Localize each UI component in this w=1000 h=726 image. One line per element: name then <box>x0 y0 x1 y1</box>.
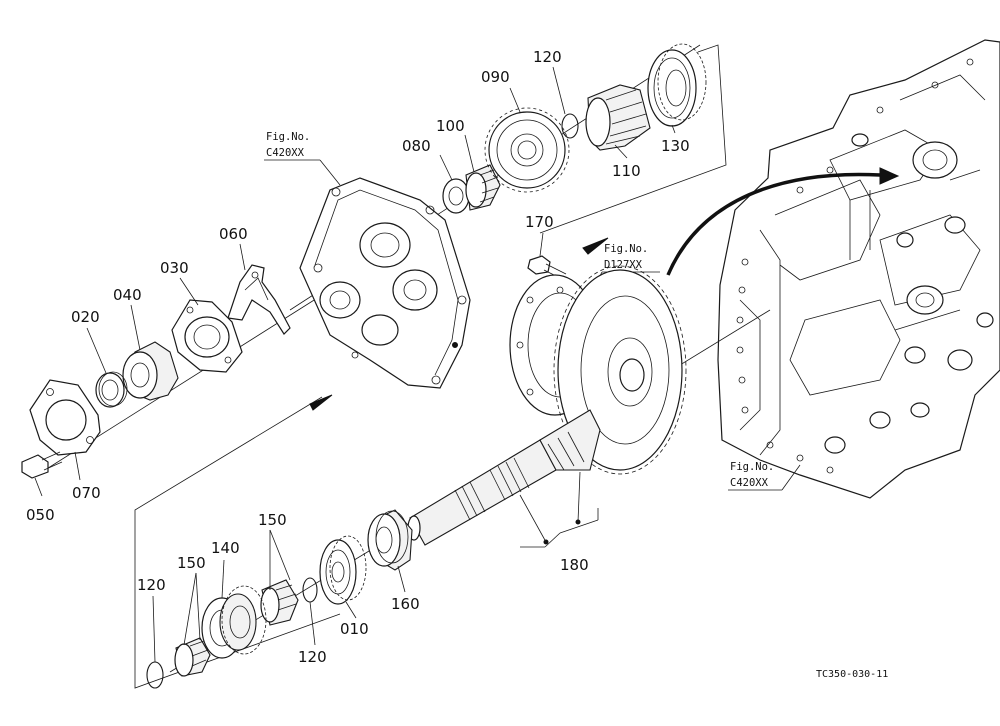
bolt-050 <box>21 451 63 479</box>
direction-arrow-left <box>309 394 333 411</box>
label-130: 130 <box>661 137 690 155</box>
fig-ref-bevel-line1: Fig.No. <box>604 243 648 255</box>
label-070: 070 <box>72 484 101 502</box>
lower-group-frame <box>134 396 341 689</box>
label-030: 030 <box>160 259 189 277</box>
label-050: 050 <box>26 506 55 524</box>
upper-group-frame <box>539 44 727 234</box>
assembly-arrow-head <box>879 167 900 185</box>
label-060: 060 <box>219 225 248 243</box>
fig-ref-bevel-line2: D127XX <box>604 259 643 271</box>
label-080: 080 <box>402 137 431 155</box>
snap-ring-120-bottom <box>146 661 164 689</box>
washer-080 <box>442 178 470 214</box>
direction-arrow-right <box>582 237 609 255</box>
label-180: 180 <box>560 556 589 574</box>
gear-140 <box>201 585 267 659</box>
needle-bearing-100 <box>465 164 501 211</box>
label-090: 090 <box>481 68 510 86</box>
label-170: 170 <box>525 213 554 231</box>
leader-lines <box>34 66 676 663</box>
fig-ref-cover: Fig.No. C420XX <box>264 131 341 186</box>
pinion-shaft <box>407 409 601 546</box>
label-010: 010 <box>340 620 369 638</box>
fig-ref-cover-line1: Fig.No. <box>266 131 310 143</box>
label-150-right: 150 <box>258 511 287 529</box>
label-040: 040 <box>113 286 142 304</box>
bearing-small <box>95 371 128 408</box>
fig-ref-bevel: Fig.No. D127XX <box>589 243 660 296</box>
transmission-case <box>717 39 1000 499</box>
label-020: 020 <box>71 308 100 326</box>
gasket-plate <box>29 379 101 456</box>
needle-bearing-150-b <box>260 579 299 626</box>
drawing-code: TC350-030-11 <box>816 669 888 680</box>
label-120-mid: 120 <box>298 648 327 666</box>
gear-130 <box>647 43 707 127</box>
label-100: 100 <box>436 117 465 135</box>
label-120-top: 120 <box>533 48 562 66</box>
bracket-180 <box>519 471 599 548</box>
label-150-left: 150 <box>177 554 206 572</box>
bearing-holder <box>171 299 243 373</box>
assembly-arrow <box>666 172 881 276</box>
shift-fork <box>227 264 291 335</box>
needle-bearing-150-a <box>174 637 211 677</box>
gear-090 <box>484 107 570 193</box>
label-120-bottom: 120 <box>137 576 166 594</box>
fig-ref-case-line2: C420XX <box>730 477 769 489</box>
label-160: 160 <box>391 595 420 613</box>
label-110: 110 <box>612 162 641 180</box>
bearing-160 <box>367 509 413 571</box>
cover-plate <box>299 177 471 389</box>
fig-ref-case: Fig.No. C420XX <box>728 461 801 491</box>
fig-ref-case-line1: Fig.No. <box>730 461 774 473</box>
label-140: 140 <box>211 539 240 557</box>
sleeve-110 <box>585 84 651 151</box>
snap-ring-120-top <box>561 113 579 139</box>
collar <box>122 341 179 401</box>
gear-010 <box>319 535 367 605</box>
fig-ref-cover-line2: C420XX <box>266 147 305 159</box>
